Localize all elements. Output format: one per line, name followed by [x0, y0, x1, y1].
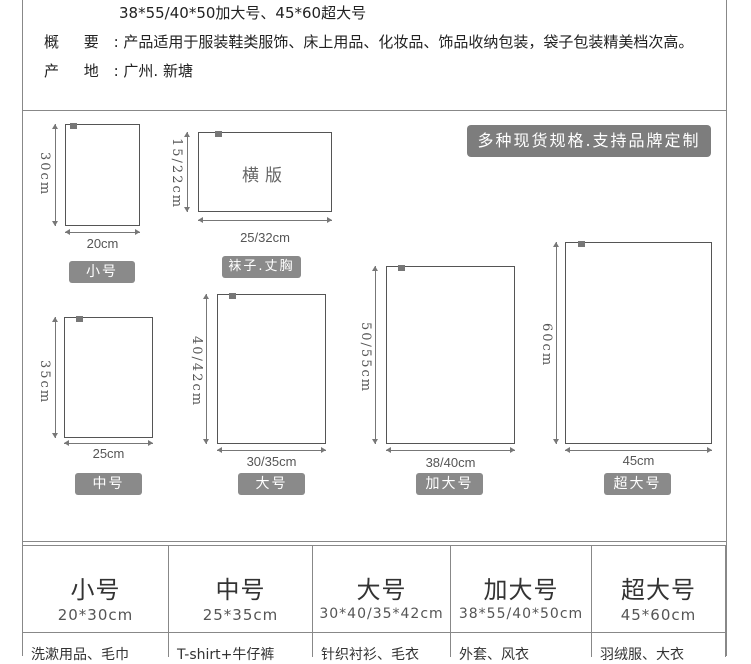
origin-row: 产 地 : 广州. 新塘 — [44, 60, 193, 81]
bag-clip — [76, 316, 83, 322]
bag-medium-height: 35cm — [37, 360, 52, 405]
bag-large-width: 30/35cm — [246, 454, 297, 469]
size-name: 大号 — [356, 576, 407, 604]
table-row-divider — [23, 632, 727, 633]
bag-xxlarge — [565, 241, 712, 444]
width-arrow — [65, 229, 140, 235]
bag-clip — [215, 131, 222, 137]
table-column: 小号 20*30cm 洗漱用品、毛巾 — [23, 546, 169, 663]
bag-clip — [398, 265, 405, 271]
bag-large — [217, 293, 326, 444]
size-name: 小号 — [70, 576, 121, 604]
divider-top — [22, 110, 727, 111]
description-colon: : — [113, 33, 119, 51]
table-column: 加大号 38*55/40*50cm 外套、风衣 — [451, 546, 592, 663]
size-usage: 外套、风衣 — [459, 647, 529, 663]
size-usage: 羽绒服、大衣 — [600, 647, 684, 663]
bag-landscape-label: 横版 — [242, 166, 288, 186]
description-key: 概 要 — [44, 33, 109, 51]
size-name: 超大号 — [621, 576, 696, 604]
size-dimensions: 45*60cm — [620, 606, 697, 624]
height-arrow — [372, 266, 378, 444]
height-arrow — [203, 294, 209, 444]
tag-xlarge: 加大号 — [416, 473, 483, 495]
width-arrow — [217, 447, 326, 453]
bag-xlarge — [386, 265, 515, 444]
origin-value: 广州. 新塘 — [123, 62, 193, 80]
height-arrow — [553, 242, 559, 444]
size-dimensions: 30*40/35*42cm — [319, 606, 444, 622]
size-dimensions: 38*55/40*50cm — [458, 606, 584, 622]
size-line: 38*55/40*50加大号、45*60超大号 — [119, 4, 367, 22]
table-column: 大号 30*40/35*42cm 针织衬衫、毛衣 — [313, 546, 451, 663]
bag-xxlarge-width: 45cm — [622, 453, 655, 468]
bag-clip — [578, 241, 585, 247]
bag-small-height: 30cm — [37, 152, 52, 197]
bag-small-width: 20cm — [86, 236, 119, 251]
bag-large-height: 40/42cm — [189, 336, 204, 408]
size-usage: 针织衬衫、毛衣 — [321, 647, 419, 663]
description-row: 概 要 : 产品适用于服装鞋类服饰、床上用品、化妆品、饰品收纳包装，袋子包装精美… — [44, 31, 693, 52]
height-arrow — [184, 132, 190, 212]
width-arrow — [64, 440, 153, 446]
custom-brand-banner: 多种现货规格.支持品牌定制 — [467, 125, 711, 157]
bag-small — [65, 123, 140, 226]
width-arrow — [386, 447, 515, 453]
origin-key: 产 地 — [44, 62, 109, 80]
height-arrow — [52, 124, 58, 226]
tag-landscape: 袜子.丈胸 — [222, 256, 301, 278]
bag-clip — [229, 293, 236, 299]
table-column: 超大号 45*60cm 羽绒服、大衣 — [592, 546, 726, 663]
tag-medium: 中号 — [75, 473, 142, 495]
size-table: 小号 20*30cm 洗漱用品、毛巾 中号 25*35cm T-shirt+牛仔… — [22, 545, 727, 663]
size-dimensions: 20*30cm — [57, 606, 134, 624]
bag-landscape-width: 25/32cm — [240, 230, 290, 245]
width-arrow — [565, 447, 712, 453]
origin-colon: : — [113, 62, 119, 80]
size-name: 加大号 — [483, 576, 559, 604]
bag-xlarge-width: 38/40cm — [425, 455, 476, 470]
table-column: 中号 25*35cm T-shirt+牛仔裤 — [169, 546, 313, 663]
size-name: 中号 — [215, 576, 266, 604]
width-arrow — [198, 217, 332, 223]
bag-xxlarge-height: 60cm — [539, 323, 554, 368]
bag-xlarge-height: 50/55cm — [358, 322, 373, 394]
content-frame — [22, 0, 727, 656]
size-dimensions: 25*35cm — [202, 606, 279, 624]
tag-large: 大号 — [238, 473, 305, 495]
size-usage: 洗漱用品、毛巾 — [31, 647, 129, 663]
size-usage: T-shirt+牛仔裤 — [177, 647, 275, 663]
bag-clip — [70, 123, 77, 129]
divider-bottom — [22, 541, 727, 542]
bag-medium — [64, 316, 153, 438]
description-value: 产品适用于服装鞋类服饰、床上用品、化妆品、饰品收纳包装，袋子包装精美档次高。 — [123, 33, 694, 51]
bag-medium-width: 25cm — [92, 446, 125, 461]
tag-small: 小号 — [69, 261, 135, 283]
bag-landscape: 横版 — [198, 131, 332, 212]
height-arrow — [52, 317, 58, 438]
bag-landscape-height: 15/22cm — [169, 138, 184, 210]
tag-xxlarge: 超大号 — [604, 473, 671, 495]
